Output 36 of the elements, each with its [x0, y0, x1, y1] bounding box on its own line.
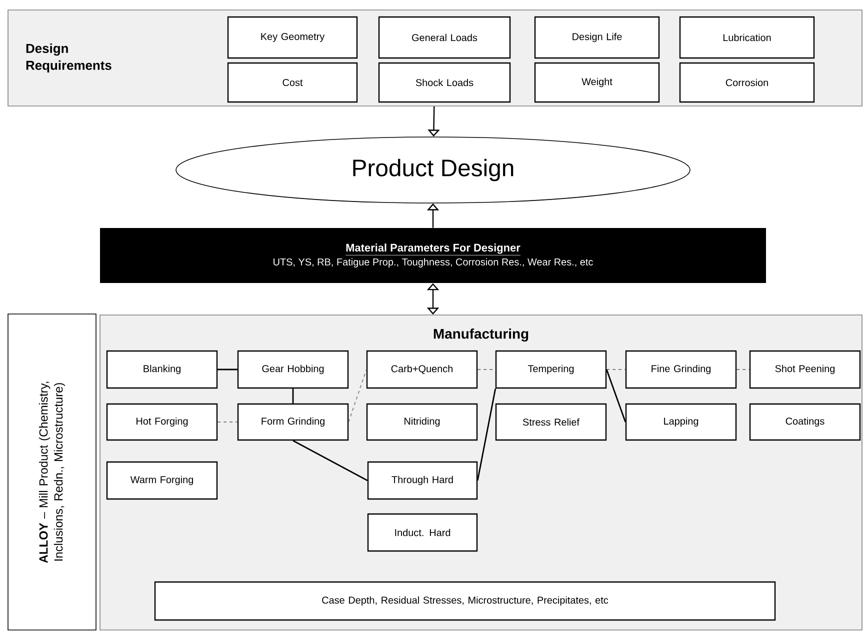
- connector-line: [476, 388, 496, 481]
- process-box: Stress Relief: [495, 403, 607, 441]
- process-box: Shot Peening: [749, 350, 861, 389]
- process-box: Tempering: [495, 350, 607, 389]
- process-box: Form Grinding: [237, 403, 349, 441]
- panel-heading: ALLOY – Mill Product (Chemistry, Inclusions, Redn., Microstructure): [38, 382, 66, 563]
- panel-heading: Manufacturing: [434, 328, 528, 342]
- process-box: Nitriding: [366, 403, 478, 441]
- process-box: Cost: [227, 62, 358, 103]
- connector-line: [348, 369, 367, 422]
- process-box: Lapping: [625, 403, 737, 441]
- process-box: Induct. Hard: [367, 513, 478, 552]
- process-box: Corrosion: [679, 62, 815, 103]
- process-box: Lubrication: [679, 16, 815, 59]
- connector-line: [606, 369, 626, 370]
- process-box: Weight: [534, 62, 660, 103]
- connector-line: [292, 388, 294, 404]
- process-box: Fine Grinding: [625, 350, 737, 389]
- process-box: Coatings: [749, 403, 861, 441]
- process-box: Blanking: [106, 350, 218, 389]
- connector-line: [292, 440, 368, 482]
- process-box: Carb+Quench: [366, 350, 478, 389]
- process-box: Hot Forging: [106, 403, 218, 441]
- connector-line: [736, 369, 750, 370]
- process-box: Key Geometry: [227, 16, 358, 59]
- panel-heading: Design Requirements: [26, 43, 112, 72]
- process-box: Through Hard: [367, 461, 478, 500]
- process-box: Warm Forging: [106, 461, 218, 500]
- process-box: Gear Hobbing: [237, 350, 349, 389]
- process-box: General Loads: [378, 16, 511, 59]
- parameter-band: Material Parameters For Designer UTS, YS, RB, Fatigue Prop., Toughness, Corrosion Res., Wear Res., etc: [100, 228, 766, 283]
- process-box: Design Life: [534, 16, 660, 59]
- connector-line: [606, 369, 626, 422]
- process-box: Case Depth, Residual Stresses, Microstructure, Precipitates, etc: [154, 581, 776, 621]
- connector-line: [218, 368, 238, 370]
- process-box: Shock Loads: [378, 62, 511, 103]
